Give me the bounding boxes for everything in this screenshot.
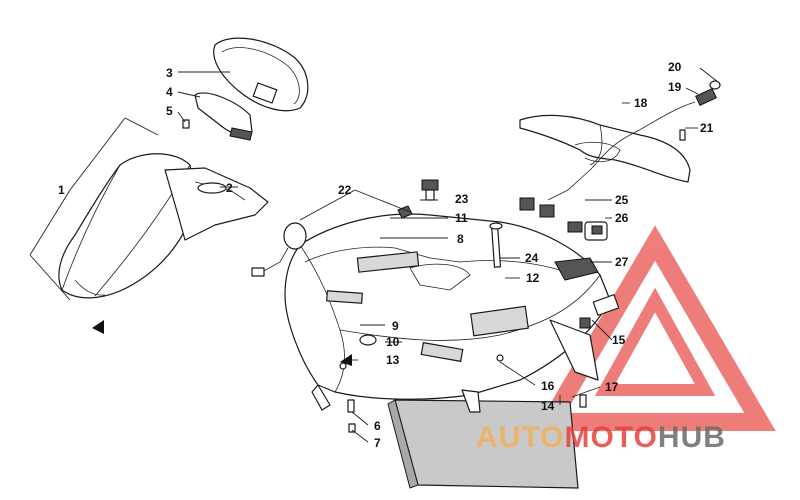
callout-25: 25 bbox=[615, 193, 629, 207]
watermark-auto: AUTO bbox=[476, 421, 564, 454]
callout-8: 8 bbox=[457, 232, 464, 246]
part-27-mount-plate bbox=[554, 257, 599, 281]
part-16-washer bbox=[496, 354, 504, 362]
callout-3: 3 bbox=[166, 66, 173, 80]
part-1-front-fender bbox=[58, 153, 196, 299]
part-2-mount-bracket bbox=[164, 167, 269, 241]
part-3-gauge-housing bbox=[213, 37, 309, 112]
leader-lines bbox=[29, 67, 719, 443]
callout-24: 24 bbox=[525, 251, 539, 265]
part-22-light-module bbox=[251, 222, 307, 277]
svg-text:AUTOMOTOHUB: AUTOMOTOHUB bbox=[476, 421, 726, 454]
callout-5: 5 bbox=[166, 104, 173, 118]
part-19-20-switch-harness bbox=[519, 80, 721, 218]
part-9-10-lens bbox=[359, 334, 377, 346]
part-5-screw bbox=[182, 119, 190, 129]
callout-17: 17 bbox=[605, 380, 619, 394]
callout-9: 9 bbox=[392, 319, 399, 333]
part-13-nut bbox=[339, 362, 347, 370]
callout-labels: 1 2 3 4 5 6 7 8 9 10 11 12 13 14 15 16 1… bbox=[58, 60, 714, 450]
part-23-knob bbox=[421, 179, 439, 201]
part-4-gauge-bezel bbox=[194, 92, 253, 141]
callout-13: 13 bbox=[386, 353, 400, 367]
part-17-fastener bbox=[579, 394, 587, 408]
watermark-wordmark: AUTOMOTOHUB bbox=[476, 421, 726, 454]
callout-22: 22 bbox=[338, 183, 352, 197]
watermark-hub: HUB bbox=[658, 421, 726, 454]
callout-21: 21 bbox=[700, 121, 714, 135]
direction-arrows bbox=[92, 320, 352, 366]
part-26-switch bbox=[584, 221, 608, 241]
watermark-logo-triangle bbox=[534, 225, 776, 431]
callout-12: 12 bbox=[526, 271, 540, 285]
callout-19: 19 bbox=[668, 80, 682, 94]
callout-10: 10 bbox=[386, 335, 400, 349]
part-15-plug bbox=[579, 294, 620, 329]
part-7-washer bbox=[348, 423, 356, 433]
callout-14: 14 bbox=[541, 399, 555, 413]
callout-7: 7 bbox=[374, 436, 381, 450]
callout-11: 11 bbox=[455, 211, 468, 225]
callout-1: 1 bbox=[58, 183, 65, 197]
callout-18: 18 bbox=[634, 96, 648, 110]
callout-20: 20 bbox=[668, 60, 682, 74]
callout-6: 6 bbox=[374, 419, 381, 433]
callout-23: 23 bbox=[455, 192, 469, 206]
part-25-clip bbox=[567, 221, 583, 233]
callout-27: 27 bbox=[615, 255, 629, 269]
part-18-handlebar-cover bbox=[519, 114, 691, 183]
callout-16: 16 bbox=[541, 379, 555, 393]
callout-2: 2 bbox=[226, 181, 233, 195]
callout-26: 26 bbox=[615, 211, 629, 225]
callout-4: 4 bbox=[166, 85, 173, 99]
callout-15: 15 bbox=[612, 333, 626, 347]
part-6-fastener bbox=[347, 399, 355, 413]
part-21-screw bbox=[679, 129, 686, 141]
part-8-console-body bbox=[284, 213, 611, 413]
part-24-bolt bbox=[489, 222, 503, 268]
watermark-moto: MOTO bbox=[564, 421, 657, 454]
part-14-floor-mat bbox=[387, 399, 579, 489]
